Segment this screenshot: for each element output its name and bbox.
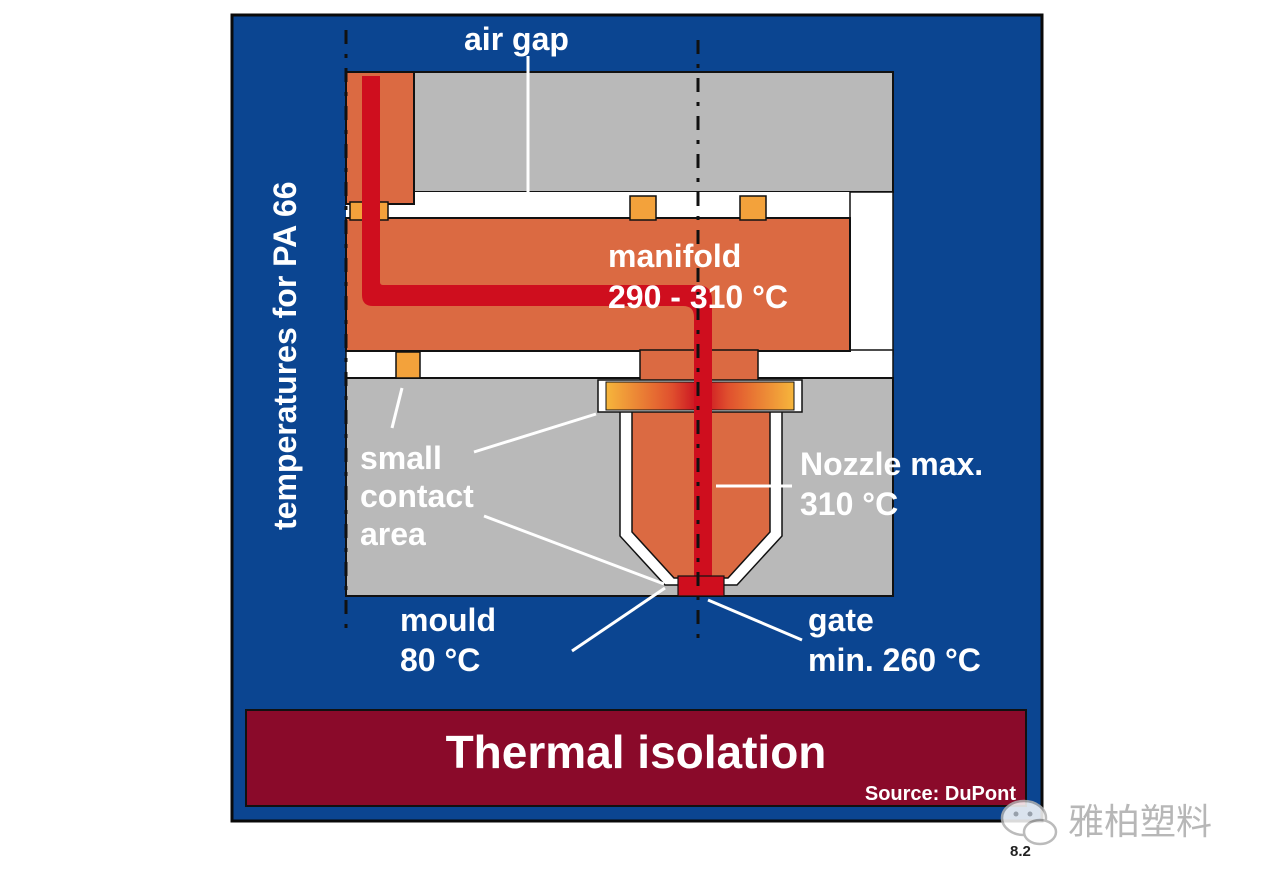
air-gap-upper	[346, 192, 893, 220]
small-contact-label-1: small	[360, 440, 442, 476]
air-gap-right	[849, 191, 894, 356]
banner-title: Thermal isolation	[446, 726, 827, 778]
side-temperature-label: temperatures for PA 66	[267, 181, 303, 530]
manifold-temp-label: 290 - 310 °C	[608, 279, 788, 315]
contact-pad	[395, 351, 421, 379]
gate-temp-label: min. 260 °C	[808, 642, 981, 678]
mould-label: mould	[400, 602, 496, 638]
source-credit: Source: DuPont	[865, 783, 1016, 805]
watermark-text: 雅柏塑料	[1068, 801, 1212, 842]
small-contact-label-3: area	[360, 516, 426, 552]
contact-pad	[629, 195, 657, 221]
small-contact-label-2: contact	[360, 478, 474, 514]
air-gap-lower	[345, 349, 894, 379]
upper-mould-plate	[409, 71, 894, 193]
gate-tip	[677, 575, 725, 597]
wechat-icon	[1000, 799, 1058, 846]
mould-temp-label: 80 °C	[400, 642, 480, 678]
nozzle-label: Nozzle max.	[800, 446, 983, 482]
gate-label: gate	[808, 602, 874, 638]
nozzle-temp-label: 310 °C	[800, 486, 898, 522]
leader-lines	[390, 56, 803, 653]
manifold-block	[345, 217, 851, 352]
contact-pad	[739, 195, 767, 221]
title-banner	[245, 709, 1027, 807]
manifold-label: manifold	[608, 238, 741, 274]
figure-number: 8.2	[1010, 843, 1031, 860]
air-gap-label: air gap	[464, 21, 569, 57]
